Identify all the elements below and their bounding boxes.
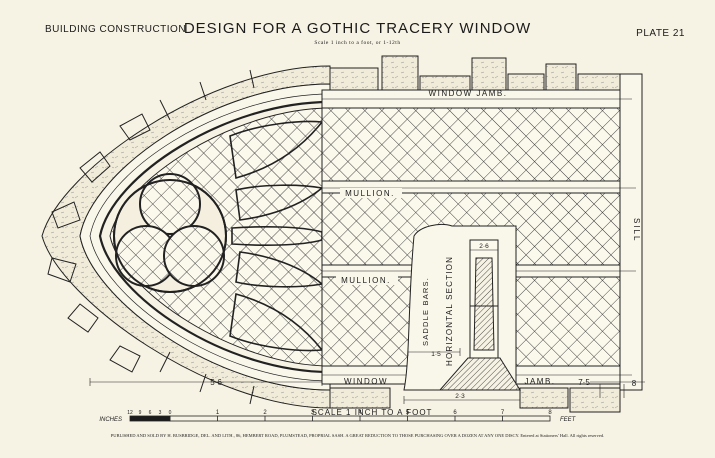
scale-foot-tick: 6 (453, 410, 457, 416)
scale-inch-tick: 6 (149, 410, 152, 416)
page-title: DESIGN FOR A GOTHIC TRACERY WINDOW (183, 20, 532, 37)
scale-inch-tick: 9 (139, 410, 142, 416)
label-window-bottom: WINDOW (344, 377, 388, 386)
dim-left-span: 5·6 (210, 378, 222, 387)
head-tracery (109, 107, 331, 367)
scale-inch-tick: 3 (159, 410, 162, 416)
bottom-jamb-stones (329, 387, 621, 413)
scale-caption: SCALE 1 INCH TO A FOOT (312, 408, 433, 417)
scale-foot-tick: 4 (358, 410, 362, 416)
dim-section-half: 1·5 (431, 351, 441, 358)
arch-mouldings (79, 83, 331, 391)
dim-jamb-right: 7·5 (578, 378, 590, 387)
scale-inch-tick: 12 (127, 410, 133, 416)
series-title: BUILDING CONSTRUCTION (45, 24, 187, 35)
scale-note: Scale 1 inch to a foot, or 1-12th (314, 40, 401, 46)
scale-foot-tick: 5 (406, 410, 410, 416)
dim-section-top: 2·6 (479, 243, 489, 250)
label-window-jamb-top: WINDOW JAMB. (429, 89, 508, 98)
label-horizontal-section: HORIZONTAL SECTION (445, 256, 454, 366)
scale-foot-tick: 2 (263, 410, 267, 416)
scale-left-unit: INCHES (99, 417, 122, 423)
dimension-lines (89, 246, 645, 404)
dim-section-width: 2·3 (455, 393, 465, 400)
scale-right-unit: FEET (560, 417, 577, 423)
label-saddle-bars: SADDLE BARS. (421, 277, 430, 346)
horizontal-section (403, 223, 521, 391)
label-sill: SILL (632, 218, 641, 242)
publisher-imprint: PUBLISHED AND SOLD BY H. BUSBRIDGE, DEL.… (110, 433, 605, 438)
scale-foot-tick: 1 (216, 410, 220, 416)
scale-foot-tick: 8 (548, 410, 552, 416)
dim-sill-right: 8 (632, 379, 637, 388)
scale-inch-tick: 0 (169, 410, 172, 416)
label-mullion-upper: MULLION. (345, 189, 395, 198)
plate-number: PLATE 21 (636, 28, 685, 39)
label-mullion-lower: MULLION. (341, 276, 391, 285)
scale-foot-tick: 7 (501, 410, 505, 416)
scale-foot-tick: 3 (311, 410, 315, 416)
label-jamb-bottom: JAMB. (524, 377, 555, 386)
scale-bar (129, 415, 551, 422)
mullion-bars (321, 73, 643, 391)
